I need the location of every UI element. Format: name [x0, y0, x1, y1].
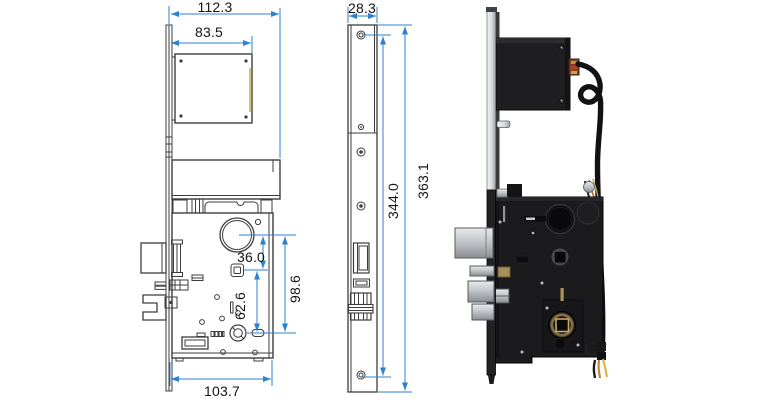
dimension-overall-width: 112.3	[197, 0, 233, 15]
front-view-linework	[140, 24, 281, 392]
front-view-dimension-lines	[168, 6, 296, 386]
product-photo	[454, 7, 608, 384]
side-view-dimension-lines	[347, 7, 412, 393]
cylinder-hole-photo	[544, 203, 576, 235]
key-cylinder	[229, 324, 247, 342]
latch-bolt	[140, 242, 167, 274]
dimension-screw-to-screw: 344.0	[385, 182, 401, 220]
bottom-screw	[356, 370, 366, 380]
side-view-linework	[347, 24, 378, 393]
dimension-case-width: 103.7	[203, 383, 241, 399]
battery-box	[495, 37, 571, 111]
cable-connector	[568, 58, 580, 76]
latch-opening	[352, 242, 370, 274]
dimension-cylinder-to-spindle: 36.0	[236, 249, 266, 265]
dimension-spindle-to-keyhole: 62.6	[232, 291, 248, 321]
aux-bolt-photo	[469, 265, 495, 277]
dimension-overall-height: 363.1	[415, 162, 431, 200]
key-cylinder-photo	[548, 311, 576, 339]
battery-box-outline	[174, 53, 253, 124]
faceplate-photo	[486, 9, 496, 191]
module-housing-outline	[171, 159, 281, 200]
dimension-battery-box-width: 83.5	[194, 24, 224, 40]
deadbolt	[142, 294, 167, 321]
latch-bolt-photo	[454, 227, 494, 259]
dimension-cylinder-to-keyhole: 98.6	[287, 274, 303, 304]
deadbolt-photo	[467, 280, 495, 303]
faceplate-front	[347, 24, 378, 393]
dimension-faceplate-width: 28.3	[347, 0, 377, 16]
